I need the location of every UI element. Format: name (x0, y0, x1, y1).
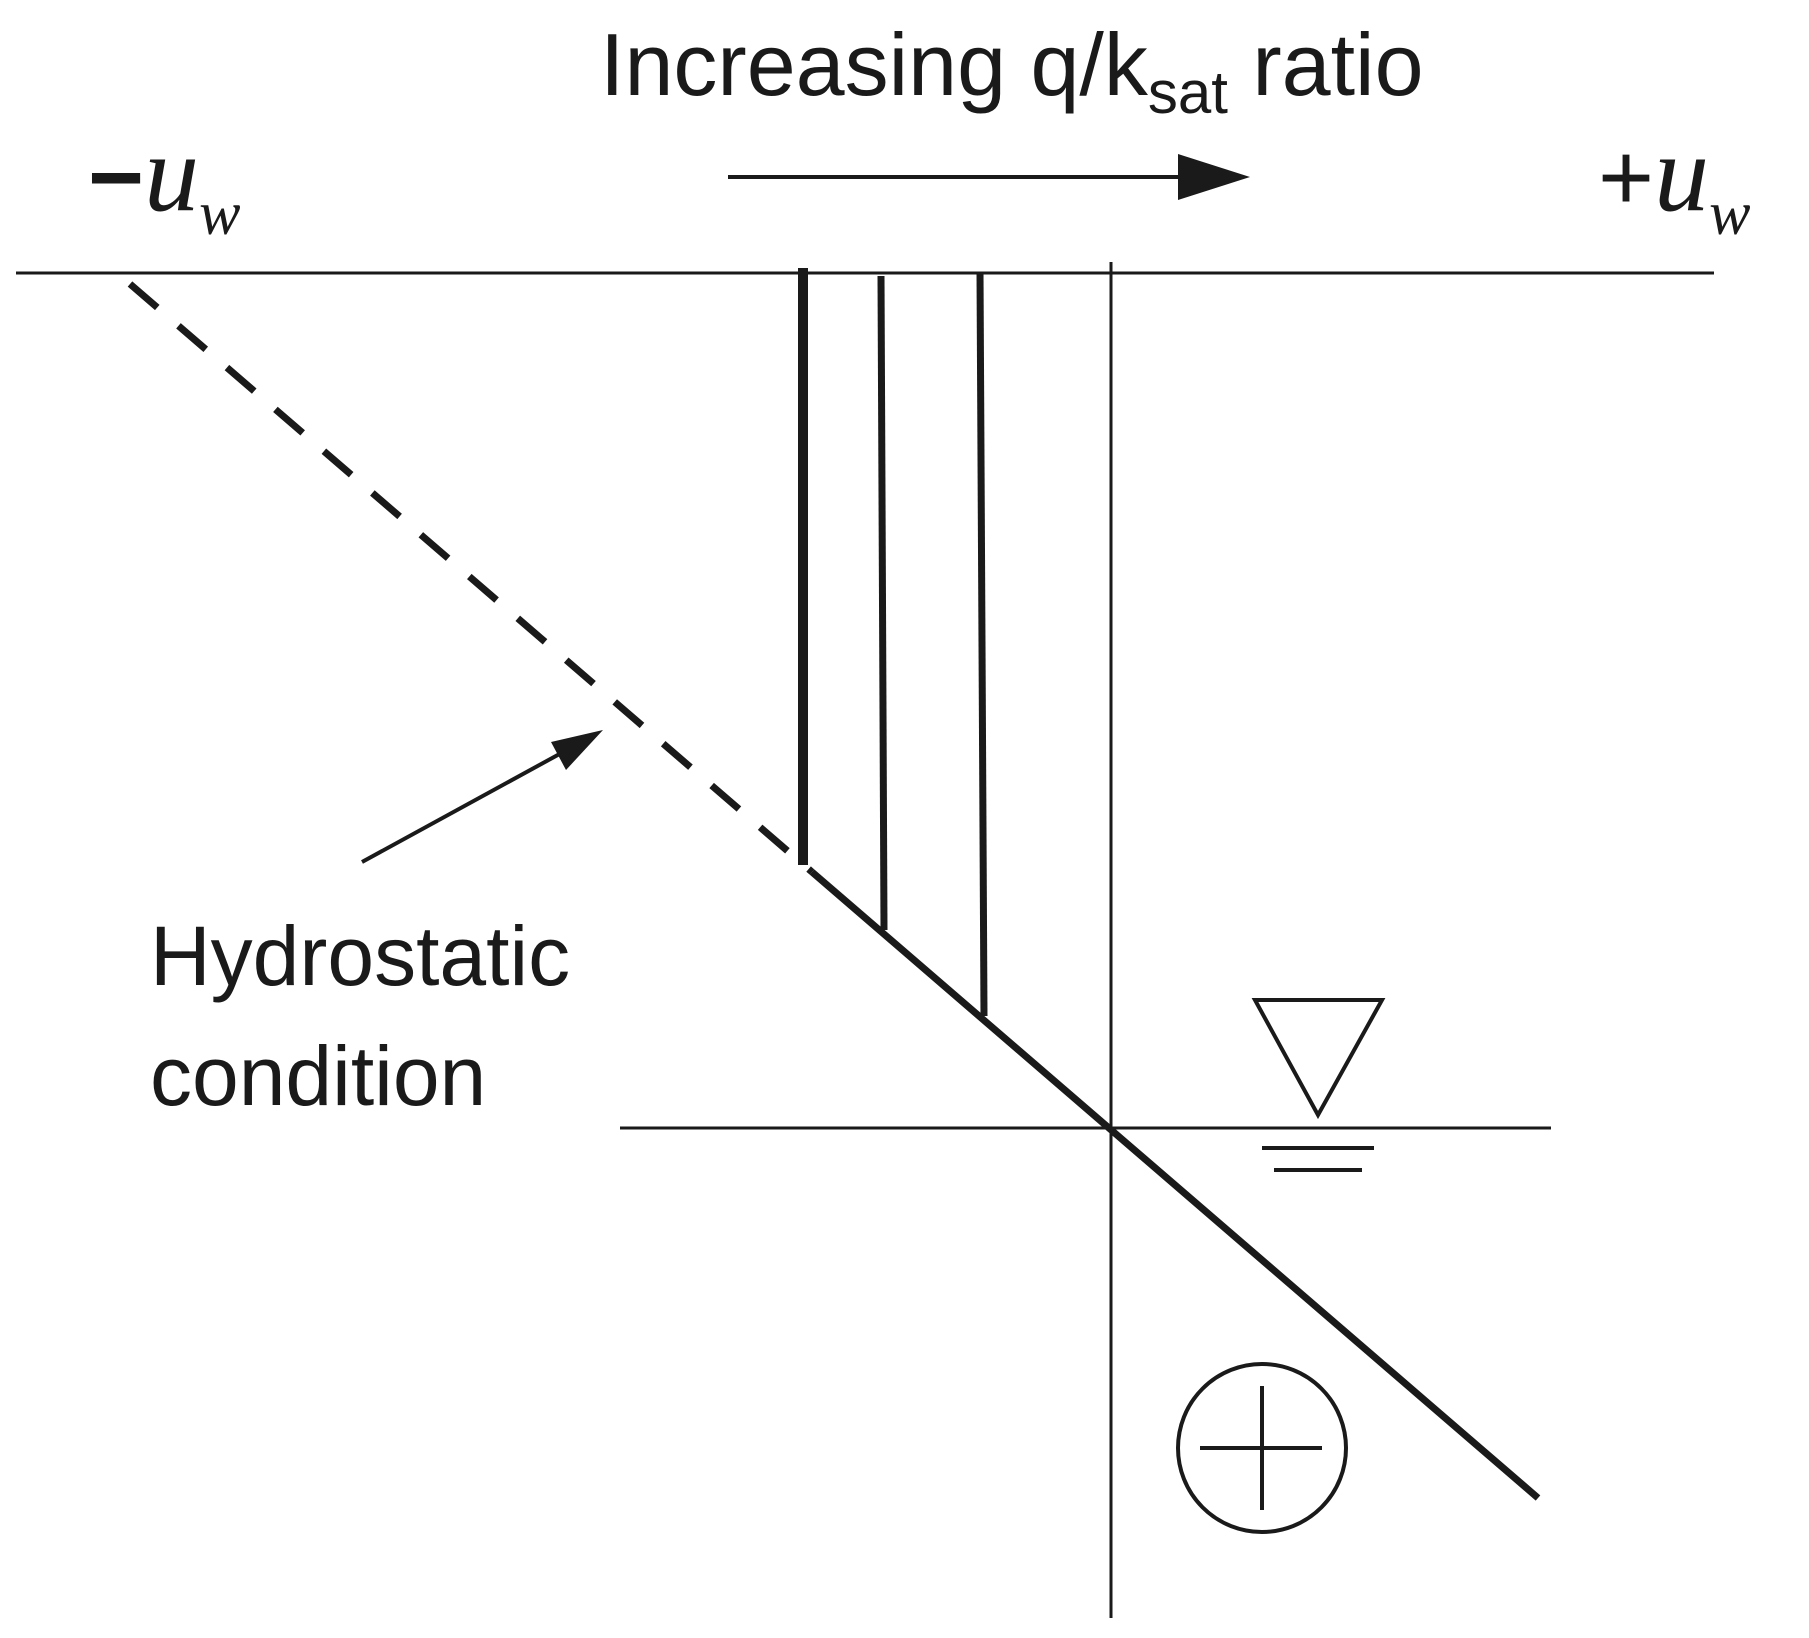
title-main: Increasing q/k (600, 15, 1149, 114)
negative-sign: − (88, 124, 144, 231)
annotation-line-2: condition (150, 1029, 486, 1123)
positive-uw-label: +uw (1598, 112, 1750, 248)
title-subscript: sat (1148, 59, 1228, 126)
negative-u-symbol: u (144, 112, 199, 234)
annotation-line-1: Hydrostatic (150, 909, 570, 1003)
negative-w-subscript: w (199, 180, 240, 248)
increasing-arrowhead-icon (1178, 154, 1250, 200)
positive-u-symbol: u (1654, 112, 1709, 234)
positive-w-subscript: w (1709, 180, 1750, 248)
water-table-triangle-icon (1251, 998, 1386, 1172)
profile-line-2 (877, 275, 888, 931)
positive-sign: + (1598, 124, 1654, 231)
hydrostatic-line-solid (809, 869, 1541, 1501)
annotation-arrow (361, 743, 577, 864)
title-suffix: ratio (1228, 15, 1424, 114)
hydrostatic-line-dashed (127, 281, 815, 875)
circled-plus-icon (1176, 1362, 1348, 1534)
title: Increasing q/ksat ratio (600, 15, 1424, 126)
profile-line-3 (976, 271, 988, 1017)
annotation-arrowhead-icon (551, 730, 603, 770)
negative-uw-label: −uw (88, 112, 240, 248)
